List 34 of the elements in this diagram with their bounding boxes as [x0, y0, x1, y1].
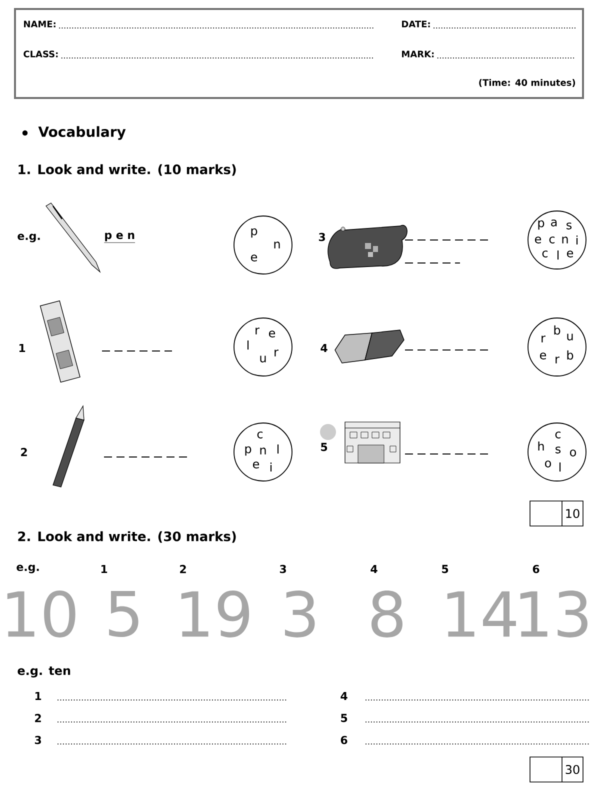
item-number: 4 — [340, 692, 348, 700]
big-number: 14 — [447, 591, 516, 637]
item-number: 3 — [34, 736, 41, 744]
score-box: 30 — [530, 756, 584, 782]
item-number: 6 — [532, 564, 540, 574]
item-number: 1 — [35, 692, 42, 700]
big-number: 3 — [285, 590, 315, 638]
item-number: 2 — [21, 448, 27, 456]
item-number: 5 — [341, 714, 348, 722]
item-number: 4 — [370, 565, 378, 574]
instruction: 1. Look and write. (10 marks) — [18, 164, 236, 176]
header-box: NAME: DATE: CLASS: MARK: (Time: 40 minutes) — [14, 8, 584, 99]
item-number: 5 — [321, 442, 328, 452]
item-number: 4 — [320, 344, 328, 352]
big-number: 19 — [181, 590, 250, 638]
big-number: 10 — [7, 590, 76, 638]
big-number: 8 — [371, 590, 402, 638]
item-number: 1 — [19, 344, 26, 352]
example-answer: p e n — [104, 232, 136, 243]
instruction: 2. Look and write. (30 marks) — [18, 531, 236, 543]
big-number: 13 — [520, 590, 588, 638]
item-number: 1 — [101, 565, 108, 574]
item-number: 3 — [318, 232, 325, 242]
item-number: 6 — [340, 736, 348, 744]
score-box: 10 — [530, 500, 584, 526]
example-marker: e.g. — [16, 564, 39, 574]
example-marker: e.g. — [18, 234, 40, 242]
item-number: 2 — [180, 564, 186, 574]
big-number: 5 — [109, 590, 138, 638]
example-answer: e.g. ten — [18, 666, 70, 678]
item-number: 2 — [35, 714, 41, 722]
heading: Vocabulary — [38, 126, 126, 140]
item-number: 3 — [280, 564, 286, 574]
item-number: 5 — [442, 564, 448, 574]
